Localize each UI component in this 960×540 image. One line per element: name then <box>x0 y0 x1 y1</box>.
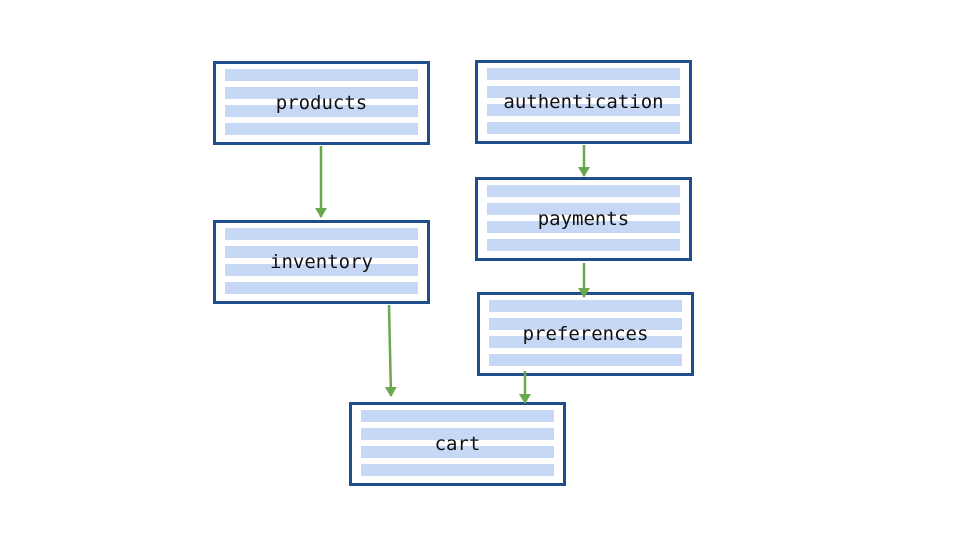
node-stripe <box>487 185 680 197</box>
node-payments[interactable]: payments <box>475 177 692 261</box>
node-stripe <box>489 300 682 312</box>
node-stripe <box>487 239 680 251</box>
node-cart[interactable]: cart <box>349 402 566 486</box>
node-stripe <box>225 228 418 240</box>
node-label-preferences: preferences <box>522 322 649 345</box>
node-stripe <box>487 122 680 134</box>
node-label-inventory: inventory <box>270 250 373 273</box>
node-stripe <box>489 354 682 366</box>
node-stripe <box>361 410 554 422</box>
node-authentication[interactable]: authentication <box>475 60 692 144</box>
node-stripe <box>225 246 418 258</box>
node-stripe <box>361 446 554 458</box>
node-stripe <box>361 464 554 476</box>
node-label-products: products <box>275 91 368 114</box>
node-stripe <box>225 87 418 99</box>
node-products[interactable]: products <box>213 61 430 145</box>
node-label-cart: cart <box>434 432 481 455</box>
node-stripe <box>487 203 680 215</box>
node-stripe <box>487 86 680 98</box>
node-stripe <box>225 105 418 117</box>
edge-inventory-to-cart <box>384 304 397 397</box>
node-label-authentication: authentication <box>503 90 664 113</box>
node-stripe <box>487 68 680 80</box>
node-stripe <box>225 282 418 294</box>
node-stripe <box>225 123 418 135</box>
node-stripe <box>487 104 680 116</box>
node-stripe <box>225 69 418 81</box>
node-inventory[interactable]: inventory <box>213 220 430 304</box>
node-stripe <box>225 264 418 276</box>
node-stripe <box>361 428 554 440</box>
node-label-payments: payments <box>537 207 630 230</box>
node-stripe <box>489 318 682 330</box>
node-stripe <box>487 221 680 233</box>
node-stripe <box>489 336 682 348</box>
node-preferences[interactable]: preferences <box>477 292 694 376</box>
